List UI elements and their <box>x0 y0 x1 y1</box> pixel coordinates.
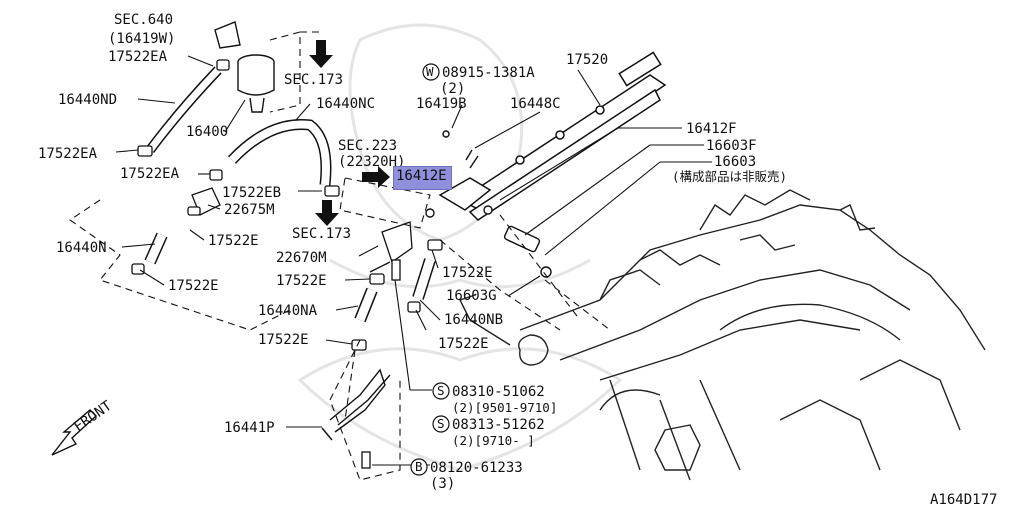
label-sec223: SEC.223 <box>338 138 397 154</box>
symbol-s-1: S <box>437 383 445 398</box>
circled-symbols <box>410 63 450 476</box>
label-08313-51262: 08313-51262 <box>452 417 545 433</box>
label-16603: 16603 <box>714 154 756 170</box>
label-17522e-3: 17522E <box>168 278 219 294</box>
pipe-assembly <box>321 368 391 441</box>
highlighted-part-label: 16412E <box>396 168 447 184</box>
label-17522e-6: 17522E <box>438 336 489 352</box>
label-22670m: 22670M <box>276 250 327 266</box>
label-22675m: 22675M <box>224 202 275 218</box>
front-arrow <box>51 409 98 456</box>
dashed-guides <box>69 31 611 481</box>
label-front: FRONT <box>71 398 115 436</box>
leader-lines <box>115 55 712 466</box>
label-16448c: 16448C <box>510 96 561 112</box>
label-16440nc: 16440NC <box>316 96 375 112</box>
symbol-w: W <box>426 64 434 79</box>
label-08915-1381a: 08915-1381A <box>442 65 535 81</box>
direction-arrows <box>309 40 390 226</box>
label-sec173-b: SEC.173 <box>292 226 351 242</box>
label-16412f: 16412F <box>686 121 737 137</box>
highlighted-part-16412e[interactable]: 16412E <box>393 166 452 190</box>
symbol-s-2: S <box>437 416 445 431</box>
label-17520: 17520 <box>566 52 608 68</box>
label-08313-note: (2)[9710- ] <box>452 433 535 448</box>
label-17522ea-3: 17522EA <box>120 166 180 182</box>
label-17522e-1: 17522E <box>208 233 259 249</box>
label-17522e-5: 17522E <box>442 265 493 281</box>
label-17522e-2: 17522E <box>276 273 327 289</box>
label-16441p: 16441P <box>224 420 275 436</box>
label-16419b: 16419B <box>416 96 467 112</box>
label-08915-qty: (2) <box>440 81 465 97</box>
label-16400: 16400 <box>186 124 228 140</box>
label-16603-note: (構成部品は非販売) <box>672 169 787 184</box>
injector <box>425 130 552 278</box>
label-sec640: SEC.640 <box>114 12 173 28</box>
clamps <box>131 59 443 469</box>
label-16440nb: 16440NB <box>444 312 503 328</box>
label-16603f: 16603F <box>706 138 757 154</box>
label-sec173-a: SEC.173 <box>284 72 343 88</box>
label-08310-note: (2)[9501-9710] <box>452 400 557 415</box>
engine-block <box>459 189 986 481</box>
label-17522ea-2: 17522EA <box>38 146 98 162</box>
label-16440nd: 16440ND <box>58 92 117 108</box>
label-16419w: (16419W) <box>108 31 175 47</box>
label-16440na: 16440NA <box>258 303 318 319</box>
label-08120-61233: 08120-61233 <box>430 460 523 476</box>
figure-code: A164D177 <box>930 492 997 508</box>
label-17522ea-1: 17522EA <box>108 49 168 65</box>
label-17522e-4: 17522E <box>258 332 309 348</box>
label-08310-51062: 08310-51062 <box>452 384 545 400</box>
label-22320h: (22320H) <box>338 154 405 170</box>
label-08120-qty: (3) <box>430 476 455 492</box>
label-17522eb: 17522EB <box>222 185 281 201</box>
symbol-b: B <box>415 459 423 474</box>
fuel-hoses <box>144 66 436 323</box>
label-16440n: 16440N <box>56 240 107 256</box>
fuel-rail <box>438 51 667 221</box>
label-16603g: 16603G <box>446 288 497 304</box>
fuel-filter <box>214 21 275 113</box>
